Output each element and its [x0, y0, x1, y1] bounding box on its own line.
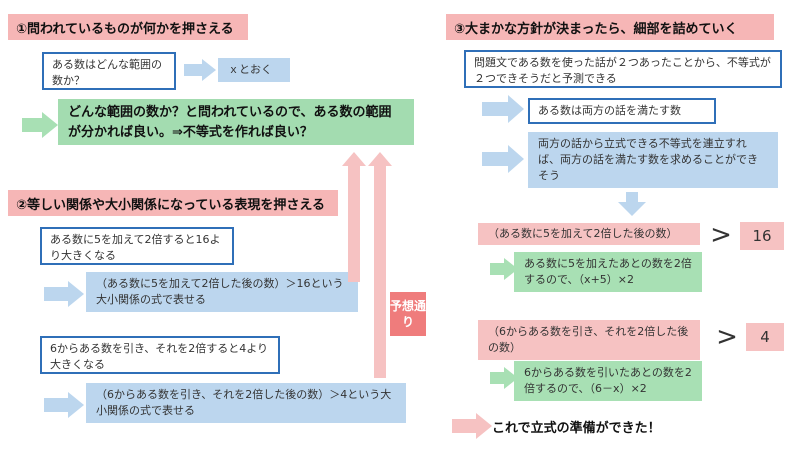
greater-than-sign: > — [710, 220, 732, 250]
arrow-right-icon — [22, 112, 58, 138]
arrow-down-icon — [618, 192, 646, 216]
expression2-label: （6からある数を引き、それを2倍した後の数） — [478, 320, 700, 360]
condition1-expression: （ある数に5を加えて2倍した後の数）＞16という大小関係の式で表せる — [86, 272, 358, 312]
greater-than-sign: > — [716, 322, 738, 352]
condition2-box: 6からある数を引き、それを2倍すると4より大きくなる — [40, 336, 280, 374]
as-expected-badge: 予想通り — [390, 292, 426, 336]
x-definition-box: ｘとおく — [218, 58, 290, 82]
step1-conclusion: どんな範囲の数か？と問われているので、ある数の範囲が分かれば良い。⇒不等式を作れ… — [58, 99, 414, 145]
arrow-right-icon — [44, 392, 84, 418]
plan-box: 問題文である数を使った話が２つあったことから、不等式が２つできそうだと予測できる — [464, 50, 782, 88]
step1-header: ①問われているものが何かを押さえる — [8, 14, 248, 40]
arrow-right-icon — [44, 281, 84, 307]
final-banner: これで立式の準備ができた！ — [492, 420, 661, 436]
value-4: 4 — [746, 323, 784, 351]
expression1-math: ある数に5を加えたあとの数を2倍するので、（x+5）×2 — [514, 252, 702, 292]
step2-header: ②等しい関係や大小関係になっている表現を押さえる — [8, 190, 338, 216]
arrow-right-icon — [490, 258, 518, 280]
value-16: 16 — [740, 222, 784, 250]
condition1-box: ある数に5を加えて2倍すると16より大きくなる — [40, 227, 234, 265]
arrow-right-icon — [482, 95, 524, 123]
arrow-right-icon — [184, 59, 216, 81]
arrow-right-icon — [490, 367, 518, 389]
arrow-up-icon — [368, 152, 392, 378]
arrow-right-icon — [482, 145, 524, 173]
arrow-right-icon — [452, 413, 492, 439]
arrow-up-icon — [342, 152, 366, 282]
both-conditions-box: ある数は両方の話を満たす数 — [528, 98, 716, 124]
expression1-label: （ある数に5を加えて2倍した後の数） — [478, 223, 700, 245]
step3-header: ③大まかな方針が決まったら、細部を詰めていく — [446, 14, 774, 40]
question-box: ある数はどんな範囲の数か？ — [42, 52, 176, 90]
condition2-expression: （6からある数を引き、それを2倍した後の数）＞4という大小関係の式で表せる — [86, 383, 406, 423]
expression2-math: 6からある数を引いたあとの数を2倍するので、（6－x）×2 — [514, 361, 702, 401]
approach-box: 両方の話から立式できる不等式を連立すれば、両方の話を満たす数を求めることができそ… — [528, 132, 778, 188]
